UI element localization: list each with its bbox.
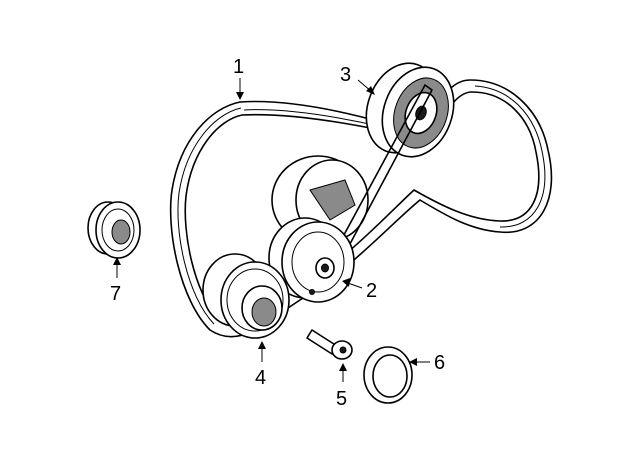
callout-4: 4 [255, 367, 266, 389]
callout-5: 5 [336, 388, 347, 410]
tensioner-pulley [268, 217, 355, 303]
callout-2: 2 [366, 280, 377, 302]
bolt [306, 329, 353, 360]
callout-6: 6 [434, 352, 445, 374]
small-pulley [87, 201, 141, 259]
crank-pulley [202, 253, 290, 339]
leader-arrows [113, 78, 430, 382]
idler-pulley [365, 62, 455, 158]
callout-3: 3 [340, 64, 351, 86]
callout-1: 1 [233, 56, 244, 78]
callout-7: 7 [110, 283, 121, 305]
seal-washer [363, 346, 413, 404]
